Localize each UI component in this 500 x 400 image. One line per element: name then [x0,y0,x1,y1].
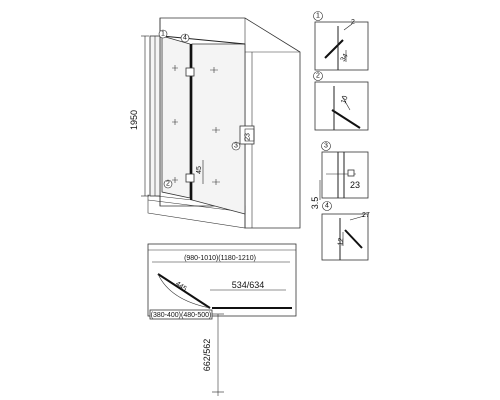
clearance-dim-label: 662/562 [202,339,212,372]
gap-dim-label: 45 [196,166,203,174]
detail-3-knob [347,169,355,177]
plan-swing-arc [157,273,211,309]
detail-2-dim-a [341,95,351,111]
detail-2: 2 10 [313,71,369,131]
detail-1-dim-a [343,23,353,31]
lower-hinge [185,173,195,183]
detail-4-badge [322,201,332,211]
detail-4-label-b: 12 [337,237,345,246]
detail-2-badge-label: 2 [316,73,320,80]
upper-hinge [185,67,195,77]
handle-inset [244,128,255,142]
detail-3: 3 23 3.5 [310,141,369,210]
detail-1-label-a: 2 [351,19,355,26]
detail-1-frame [314,21,369,71]
detail-3-label-a: 23 [350,180,360,190]
range-dim-label: (980-1010)(1180-1210) [184,255,256,262]
detail-4-glass [344,229,363,249]
detail-4-badge-label: 4 [325,203,329,210]
detail-4-frame [321,213,369,261]
detail-4: 4 27 12 [321,201,370,261]
detail-3-frame [321,151,369,199]
detail-2-frame [314,81,369,131]
fixed-panel-box [149,309,213,320]
front-view: 23 1950 45 1 4 3 2 [129,17,301,229]
detail-1-badge-label: 1 [316,13,320,20]
top-rail [161,35,246,45]
fixed-dim-label: (380-400)(480-500) [151,312,212,319]
detail-2-glass [331,109,361,129]
detail-2-label-a: 10 [340,95,349,105]
detail-3-badge-label: 3 [324,143,328,150]
callout-marker-1 [158,29,168,39]
detail-1-label-b: 34 [340,53,350,63]
glass-markers [172,65,220,185]
detail-1: 1 2 34 [313,11,369,71]
callout-marker-3-label: 3 [234,143,238,150]
detail-1-badge [313,11,323,21]
height-dim-label: 1950 [129,110,139,130]
detail-3-label-b: 3.5 [310,197,320,210]
detail-4-dim-a [349,215,365,221]
callout-marker-4-label: 4 [183,35,187,42]
callout-marker-2-label: 2 [166,181,170,188]
detail-2-badge [313,71,323,81]
detail-1-glass [324,39,344,59]
detail-4-label-a: 27 [362,212,370,219]
plan-door-swing [157,273,211,309]
callout-marker-2 [163,179,173,189]
plan-outline [147,243,297,317]
detail-3-badge [321,141,331,151]
callout-marker-4 [180,33,190,43]
door-dim-label: 534/634 [232,280,265,290]
plan-view: (980-1010)(1180-1210) 445 534/634 (380-4… [147,243,297,396]
door-glass-panel [191,43,246,215]
callout-marker-3 [231,141,241,151]
callout-marker-1-label: 1 [161,31,165,38]
handle-dim-label: 23 [245,133,252,141]
